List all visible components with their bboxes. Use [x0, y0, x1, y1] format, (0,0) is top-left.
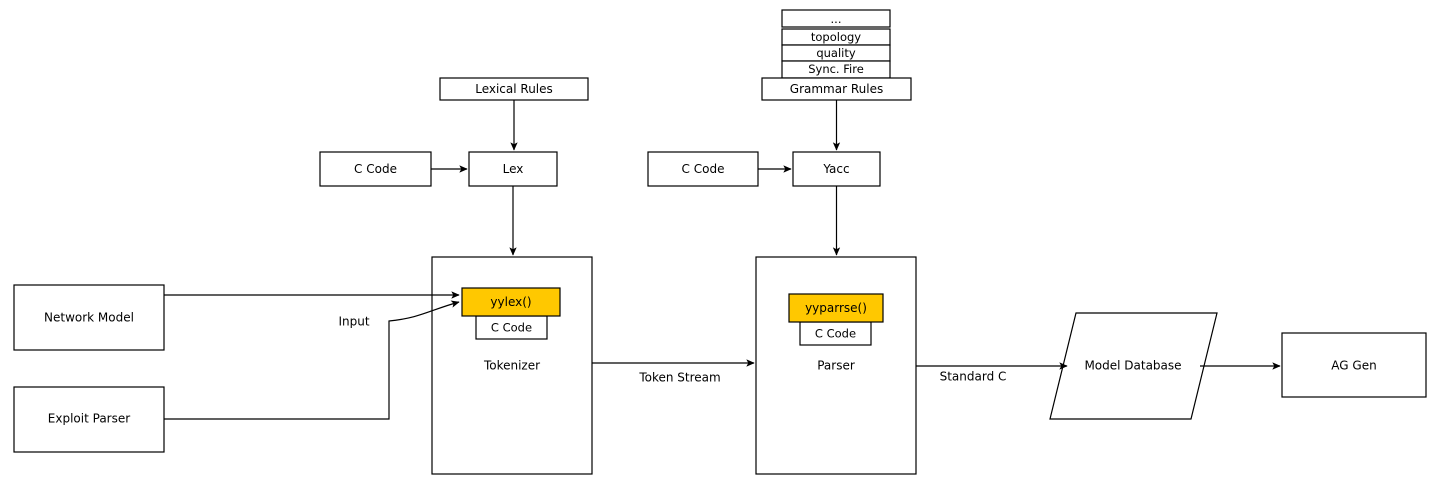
- edge-exploit-parser-to-tokenizer: [164, 300, 460, 420]
- edge-standard-c-label: Standard C: [940, 370, 1007, 384]
- exploit-parser-box[interactable]: [13, 386, 165, 453]
- tokenizer-yylex-box[interactable]: [461, 287, 561, 317]
- c-code-yacc-node[interactable]: C Code: [647, 151, 759, 187]
- edge-input-label: Input: [338, 315, 369, 329]
- tokenizer-node[interactable]: C Code yylex() Tokenizer: [431, 256, 593, 475]
- yacc-node[interactable]: Yacc: [792, 151, 881, 187]
- grammar-stack-item-1-label: topology: [811, 30, 861, 44]
- ag-gen-label: AG Gen: [1331, 359, 1376, 373]
- model-database-label: Model Database: [1084, 359, 1181, 373]
- grammar-stack-item-0-label: ...: [831, 12, 842, 26]
- parser-node[interactable]: C Code yyparrse() Parser: [755, 256, 917, 475]
- ag-gen-box[interactable]: [1281, 332, 1427, 398]
- edge-token-stream-label: Token Stream: [638, 371, 720, 385]
- grammar-stack-item-2-label: quality: [816, 46, 856, 60]
- tokenizer-label: Tokenizer: [483, 359, 540, 373]
- network-model-label: Network Model: [44, 311, 134, 325]
- model-database-shape[interactable]: [1049, 312, 1218, 420]
- lex-box[interactable]: [468, 151, 558, 187]
- ag-gen-node[interactable]: AG Gen: [1281, 332, 1427, 398]
- parser-yyparse-label: yyparrse(): [805, 301, 867, 315]
- grammar-rules-label: Grammar Rules: [790, 82, 883, 96]
- lexical-rules-node[interactable]: Lexical Rules: [439, 77, 589, 101]
- c-code-lex-label: C Code: [354, 162, 397, 176]
- lexical-rules-label: Lexical Rules: [475, 82, 553, 96]
- exploit-parser-label: Exploit Parser: [48, 412, 130, 426]
- grammar-stack-item-3-label: Sync. Fire: [808, 62, 864, 76]
- parser-c-code-label: C Code: [815, 327, 856, 341]
- parser-yyparse-box[interactable]: [788, 293, 884, 323]
- yacc-label: Yacc: [822, 162, 849, 176]
- tokenizer-yylex-label: yylex(): [490, 295, 531, 309]
- parser-box[interactable]: [755, 256, 917, 475]
- yacc-box[interactable]: [792, 151, 881, 187]
- network-model-node[interactable]: Network Model: [13, 284, 165, 351]
- grammar-stack-item-0-box: [781, 9, 891, 28]
- model-database-node[interactable]: Model Database: [1049, 312, 1218, 420]
- exploit-parser-node[interactable]: Exploit Parser: [13, 386, 165, 453]
- lex-label: Lex: [503, 162, 524, 176]
- parser-label: Parser: [817, 359, 855, 373]
- lex-node[interactable]: Lex: [468, 151, 558, 187]
- network-model-box[interactable]: [13, 284, 165, 351]
- tokenizer-c-code-label: C Code: [491, 321, 532, 335]
- c-code-yacc-label: C Code: [682, 162, 725, 176]
- grammar-rules-stack: ... topology quality Sync. Fire Grammar …: [761, 9, 912, 101]
- c-code-lex-node[interactable]: C Code: [319, 151, 432, 187]
